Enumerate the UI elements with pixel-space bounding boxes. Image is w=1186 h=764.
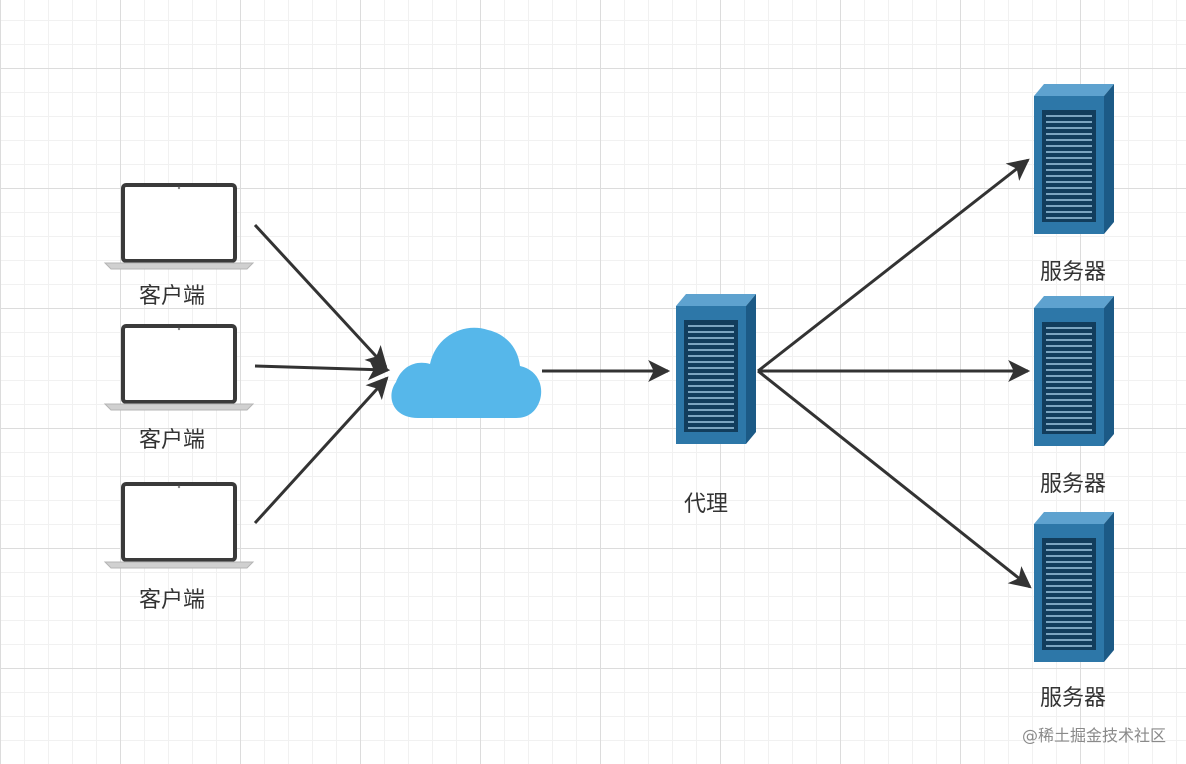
connections xyxy=(253,158,1032,589)
laptop-icon xyxy=(103,324,255,412)
server-icon xyxy=(675,293,757,445)
client-label: 客户端 xyxy=(138,428,206,453)
server-icon xyxy=(1033,295,1115,447)
watermark: @稀土掘金技术社区 xyxy=(1021,726,1166,745)
laptop-icon xyxy=(103,183,255,271)
client-label: 客户端 xyxy=(138,588,206,613)
proxy-label: 代理 xyxy=(683,492,729,517)
server-icon xyxy=(1033,83,1115,235)
arrow-proxy-server3 xyxy=(757,369,1032,589)
server-icon xyxy=(1033,511,1115,663)
arrow-client3-cloud xyxy=(253,376,389,525)
client-label: 客户端 xyxy=(138,284,206,309)
cloud-icon xyxy=(391,327,542,418)
server-label: 服务器 xyxy=(1039,260,1107,285)
laptop-icon xyxy=(103,482,255,570)
server-label: 服务器 xyxy=(1039,472,1107,497)
arrow-client1-cloud xyxy=(253,223,388,369)
arrow-proxy-server1 xyxy=(757,158,1030,373)
arrow-client2-cloud xyxy=(254,358,391,381)
server-label: 服务器 xyxy=(1039,686,1107,711)
